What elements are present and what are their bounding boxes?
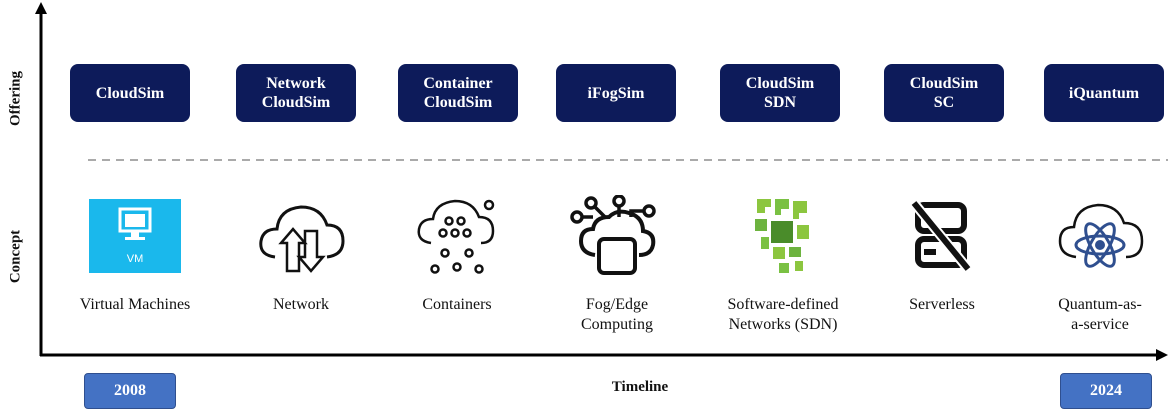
offering-cloudsim-sdn: CloudSim SDN [720,64,840,122]
offering-ifogsim: iFogSim [556,64,676,122]
concept-label: Virtual Machines [79,296,191,313]
offering-cloudsim: CloudSim [70,64,190,122]
quantum-cloud-icon [1058,203,1144,268]
concept-quantum: Quantum-as- a-service [1020,195,1168,333]
serverless-icon [910,199,972,273]
year-start-badge: 2008 [84,373,176,409]
concept-network: Network [221,195,381,313]
sdn-icon [755,199,809,273]
vm-badge: VM [127,253,144,265]
x-axis-arrowhead [1156,349,1168,361]
cloud-containers-icon [417,199,495,274]
y-axis-label-concept: Concept [7,229,24,284]
y-axis-label-offering: Offering [7,71,24,126]
cloud-network-icon [259,205,345,273]
concept-label: Quantum-as- a-service [1058,296,1142,333]
offering-cloudsim-sc: CloudSim SC [884,64,1004,122]
concept-label: Serverless [909,296,975,313]
concept-virtual-machines: VM Virtual Machines [55,195,215,313]
year-end-badge: 2024 [1060,373,1152,409]
offering-container-cloudsim: Container CloudSim [398,64,518,122]
concept-sdn: Software-defined Networks (SDN) [703,195,863,333]
y-axis-arrowhead [35,2,47,14]
vm-icon: VM [89,199,181,273]
concept-label: Network [273,296,329,313]
offering-iquantum: iQuantum [1044,64,1164,122]
fog-edge-icon [570,195,656,275]
concept-containers: Containers [377,195,537,313]
offering-network-cloudsim: Network CloudSim [236,64,356,122]
concept-label: Fog/Edge Computing [580,296,653,333]
concept-label: Containers [422,296,492,313]
timeline-label: Timeline [611,379,669,395]
concept-label: Software-defined Networks (SDN) [727,296,839,333]
concept-serverless: Serverless [862,195,1022,313]
concept-fog-edge: Fog/Edge Computing [537,195,697,333]
